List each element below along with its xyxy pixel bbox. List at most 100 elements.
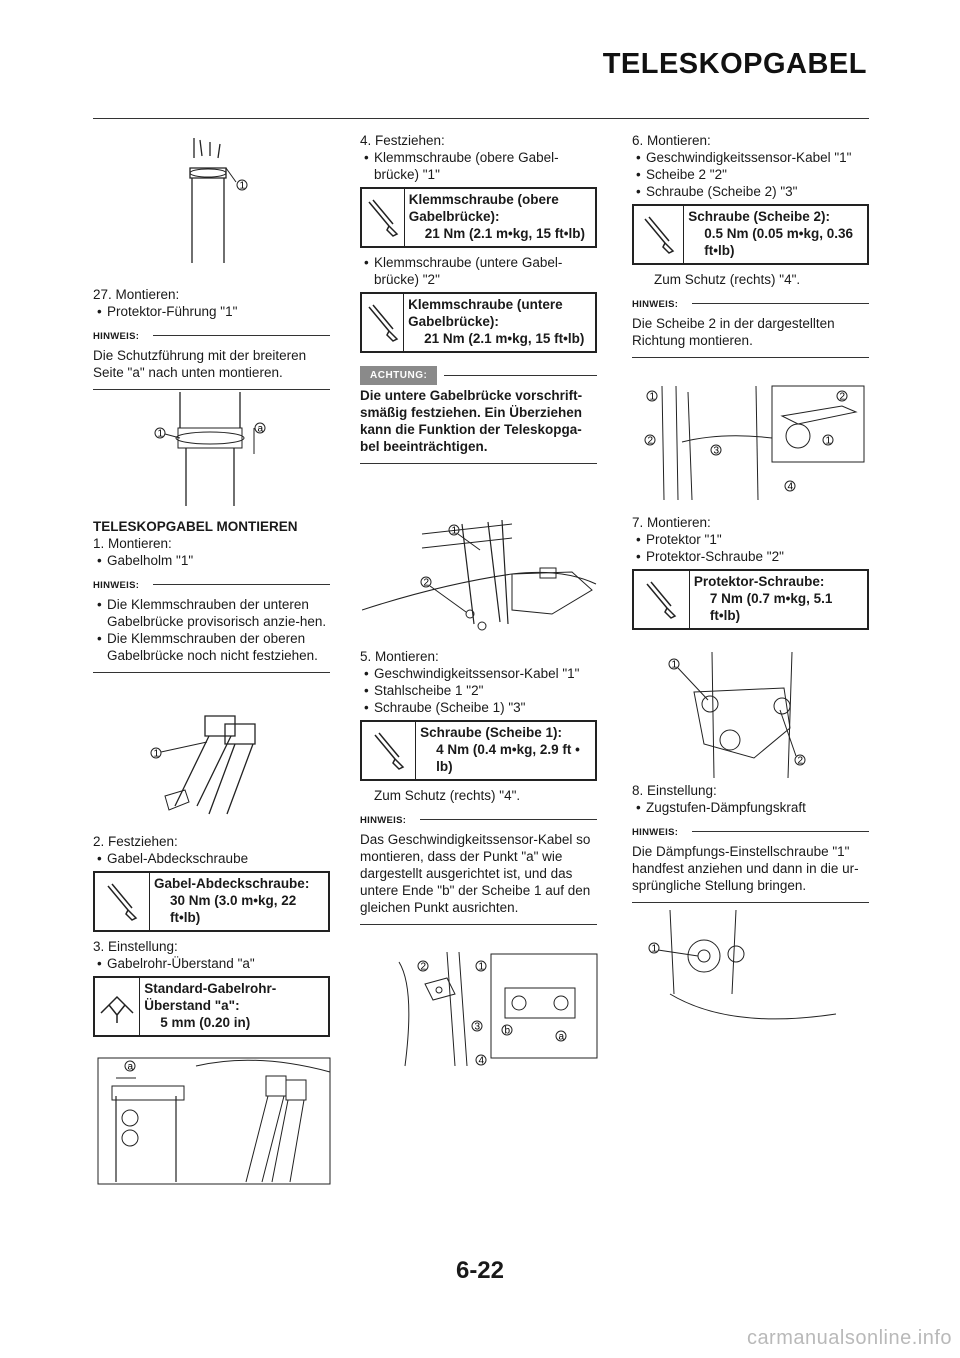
spec-value: 30 Nm (3.0 m•kg, 22 ft•lb) [170,893,297,925]
step-6-item-2: Scheibe 2 "2" [632,166,869,183]
callout-1: 1 [158,429,164,440]
hinweis-8-text: Die Dämpfungs-Einstellschraube "1" handf… [632,844,859,893]
torque-wrench-icon [362,294,405,351]
hinweis-label: HINWEIS: [632,827,679,838]
hinweis-1-text: Die Schutzführung mit der breiteren Seit… [93,348,307,380]
callout-1: 1 [672,660,678,671]
hinweis-2-item-1: Die Klemmschrauben der unteren Gabelbrüc… [93,596,330,630]
torque-wrench-icon [634,571,690,628]
hinweis-8: HINWEIS: Die Dämpfungs-Einstellschraube … [632,822,869,903]
torque-wrench-icon [362,722,417,779]
figure-protector: 1 2 [668,651,806,778]
hinweis-5-text: Das Geschwindigkeitssensor-Kabel so mont… [360,832,591,915]
spec-title: Schraube (Scheibe 2): [688,209,831,224]
spec-title: Protektor-Schraube: [693,574,825,589]
hinweis-6-text: Die Scheibe 2 in der dargestellten Richt… [632,316,835,348]
spec-box-lower-clamp: Klemmschraube (untere Gabelbrücke): 21 N… [360,292,597,353]
step-8-item: Zugstufen-Dämpfungskraft [632,799,869,816]
figure-rebound-adjuster: 1 [648,910,836,1020]
callout-1: 1 [650,392,656,403]
spec-box-upper-clamp: Klemmschraube (obere Gabelbrücke): 21 Nm… [360,187,597,248]
spec-box-cap-bolt: Gabel-Abdeckschraube: 30 Nm (3.0 m•kg, 2… [93,871,330,932]
callout-4: 4 [788,482,794,493]
callout-3: 3 [475,1022,481,1033]
callout-1: 1 [154,749,160,760]
callout-3: 3 [714,446,720,457]
spec-title: Klemmschraube (untere Gabelbrücke): [408,297,563,329]
figure-protector-guide: 1 [189,138,248,263]
step-7: 7. Montieren: [632,515,711,530]
spec-value: 4 Nm (0.4 m•kg, 2.9 ft • lb) [436,742,580,774]
step-4: 4. Festziehen: [360,133,445,148]
callout-2: 2 [648,436,654,447]
section-title: TELESKOPGABEL MONTIEREN [93,519,298,534]
callout-a: a [258,424,264,435]
step-6-item-1: Geschwindigkeitssensor-Kabel "1" [632,149,869,166]
column-1-top: 27. Montieren: Protektor-Führung "1" HIN… [93,286,330,390]
step-5-item-3: Schraube (Scheibe 1) "3" [360,699,597,716]
spec-value: 5 mm (0.20 in) [160,1015,251,1030]
hinweis-6: HINWEIS: Die Scheibe 2 in der dargestell… [632,294,869,358]
callout-2: 2 [798,756,804,767]
spec-value: 21 Nm (2.1 m•kg, 15 ft•lb) [424,226,585,241]
figure-guide-width: 1 a [154,392,266,506]
step-5-item-2: Stahlscheibe 1 "2" [360,682,597,699]
step-27: 27. Montieren: [93,287,180,302]
hinweis-label: HINWEIS: [93,580,140,591]
step-2-item: Gabel-Abdeckschraube [93,850,330,867]
callout-2: 2 [421,962,427,973]
step-6-after: Zum Schutz (rechts) "4". [654,272,801,287]
spec-title: Gabel-Abdeckschraube: [154,876,310,891]
column-3-bottom: 8. Einstellung: Zugstufen-Dämpfungskraft… [632,782,869,903]
column-1-bottom: 2. Festziehen: Gabel-Abdeckschraube Gabe… [93,833,330,1043]
callout-b: b [505,1026,511,1037]
torque-wrench-icon [634,206,685,263]
spec-value: 21 Nm (2.1 m•kg, 15 ft•lb) [424,331,585,346]
hinweis-5: HINWEIS: Das Geschwindigkeitssensor-Kabe… [360,810,597,925]
figure-clamp-bolts: 1 2 [362,519,597,631]
step-27-item: Protektor-Führung "1" [93,303,330,320]
step-4-item-1: Klemmschraube (obere Gabel-brücke) "1" [360,149,597,183]
step-3: 3. Einstellung: [93,939,178,954]
figure-sensor-cable-1: 2 1 3 4 b a [398,951,598,1067]
callout-4: 4 [479,1056,485,1067]
torque-wrench-icon [362,189,405,246]
spec-box-protector-bolt: Protektor-Schraube: 7 Nm (0.7 m•kg, 5.1 … [632,569,869,630]
figure-sensor-cable-2: 1 2 3 4 2 1 [644,385,865,501]
step-5-item-1: Geschwindigkeitssensor-Kabel "1" [360,665,597,682]
step-5-after: Zum Schutz (rechts) "4". [374,788,521,803]
callout-1: 1 [826,436,832,447]
spec-value: 0.5 Nm (0.05 m•kg, 0.36 ft•lb) [704,226,854,258]
hinweis-1: HINWEIS: Die Schutzführung mit der breit… [93,326,330,390]
step-8: 8. Einstellung: [632,783,717,798]
callout-a: a [128,1062,134,1073]
callout-1: 1 [652,944,658,955]
step-1: 1. Montieren: [93,536,172,551]
column-3-top: 6. Montieren: Geschwindigkeitssensor-Kab… [632,132,869,358]
column-3-middle: 7. Montieren: Protektor "1" Protektor-Sc… [632,514,869,636]
achtung-block: ACHTUNG: Die untere Gabelbrücke vorschri… [360,365,597,464]
hinweis-label: HINWEIS: [360,815,407,826]
hinweis-2-item-2: Die Klemmschrauben der oberen Gabelbrück… [93,630,330,664]
hinweis-label: HINWEIS: [93,331,140,342]
torque-wrench-icon [95,873,151,930]
callout-2: 2 [424,578,430,589]
callout-2: 2 [840,392,846,403]
spec-value: 7 Nm (0.7 m•kg, 5.1 ft•lb) [709,591,833,623]
step-3-item: Gabelrohr-Überstand "a" [93,955,330,972]
spec-title: Klemmschraube (obere Gabelbrücke): [408,192,559,224]
achtung-text: Die untere Gabelbrücke vorschrift-smäßig… [360,388,583,454]
column-2-top: 4. Festziehen: Klemmschraube (obere Gabe… [360,132,597,464]
column-1-middle: TELESKOPGABEL MONTIEREN 1. Montieren: Ga… [93,518,330,673]
spec-box-washer-2: Schraube (Scheibe 2): 0.5 Nm (0.05 m•kg,… [632,204,869,265]
header-rule [93,118,869,119]
callout-1: 1 [240,181,246,192]
spec-title: Standard-Gabelrohr-Überstand "a": [144,981,277,1013]
figure-overhang: a [97,1057,331,1185]
callout-1: 1 [479,962,485,973]
caliper-icon [95,978,141,1035]
page-number: 6-22 [455,1257,505,1284]
callout-1: 1 [452,526,458,537]
hinweis-2: HINWEIS: Die Klemmschrauben der unteren … [93,575,330,673]
spec-box-washer-1: Schraube (Scheibe 1): 4 Nm (0.4 m•kg, 2.… [360,720,597,781]
